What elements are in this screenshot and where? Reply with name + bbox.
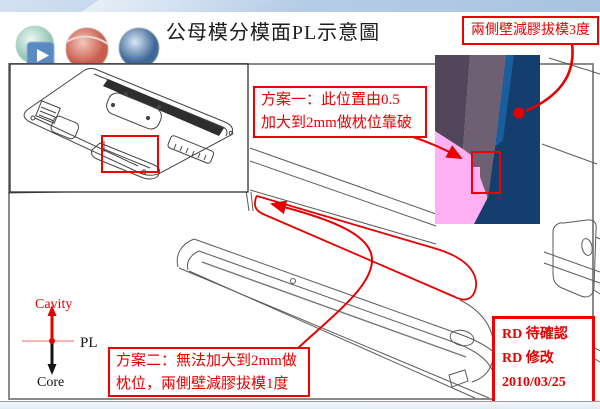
axis-origin-dot xyxy=(49,338,55,344)
draft-leader-curve xyxy=(525,42,574,113)
slide-bottom-bar xyxy=(0,401,600,409)
axis-core-label: Core xyxy=(37,375,64,390)
draft-leader-dot xyxy=(513,107,525,119)
draft-3deg-callout: 兩側壁減膠拔模3度 xyxy=(462,16,599,45)
plan1-line1: 方案一：此位置由0.5 xyxy=(261,92,400,108)
inset-highlight-rect xyxy=(101,135,159,173)
page-title: 公母模分模面PL示意圖 xyxy=(165,22,381,44)
plan2-line2: 枕位，兩側壁減膠拔模1度 xyxy=(116,375,289,392)
red-annotations xyxy=(254,42,574,350)
rd-line2: RD 修改 xyxy=(502,351,554,366)
plan2-note: 方案二：無法加大到2mm做 枕位，兩側壁減膠拔模1度 xyxy=(108,347,310,397)
pl-axis-legend: Cavity PL Core xyxy=(22,297,98,390)
zoom-detail-view xyxy=(435,55,540,224)
plan2-leader-arrow xyxy=(270,200,374,350)
draft-3deg-text: 兩側壁減膠拔模3度 xyxy=(471,23,590,38)
io-port-strip xyxy=(167,135,215,164)
detail-blue-edge xyxy=(495,55,514,147)
rd-date: 2010/03/25 xyxy=(502,375,566,390)
snap-clip xyxy=(448,369,469,388)
rd-line1: RD 待確認 xyxy=(502,327,568,342)
floor-pin-hole xyxy=(290,278,296,284)
wall-highlight-outline xyxy=(254,195,478,301)
axis-cavity-label: Cavity xyxy=(35,297,72,312)
plan2-line1: 方案二：無法加大到2mm做 xyxy=(116,353,297,369)
axis-pl-label: PL xyxy=(80,335,98,351)
detail-navy-core xyxy=(474,55,540,224)
slide-top-bar xyxy=(0,0,600,12)
plan1-note: 方案一：此位置由0.5 加大到2mm做枕位靠破 xyxy=(253,86,427,138)
detail-wall-facet-left xyxy=(435,55,470,149)
side-bracket xyxy=(552,219,597,298)
vent-band xyxy=(103,79,224,136)
detail-wall-facet-right xyxy=(463,55,506,199)
connector-port xyxy=(35,100,61,124)
round-hole xyxy=(449,329,475,347)
plan1-line2: 加大到2mm做枕位靠破 xyxy=(261,114,412,131)
rd-status-note: RD 待確認 RD 修改 2010/03/25 xyxy=(492,316,595,405)
globe-swoosh xyxy=(65,35,109,45)
detail-highlight-rect xyxy=(471,151,501,194)
vesa-recess xyxy=(106,92,162,130)
inset-overview-drawing xyxy=(9,63,249,193)
